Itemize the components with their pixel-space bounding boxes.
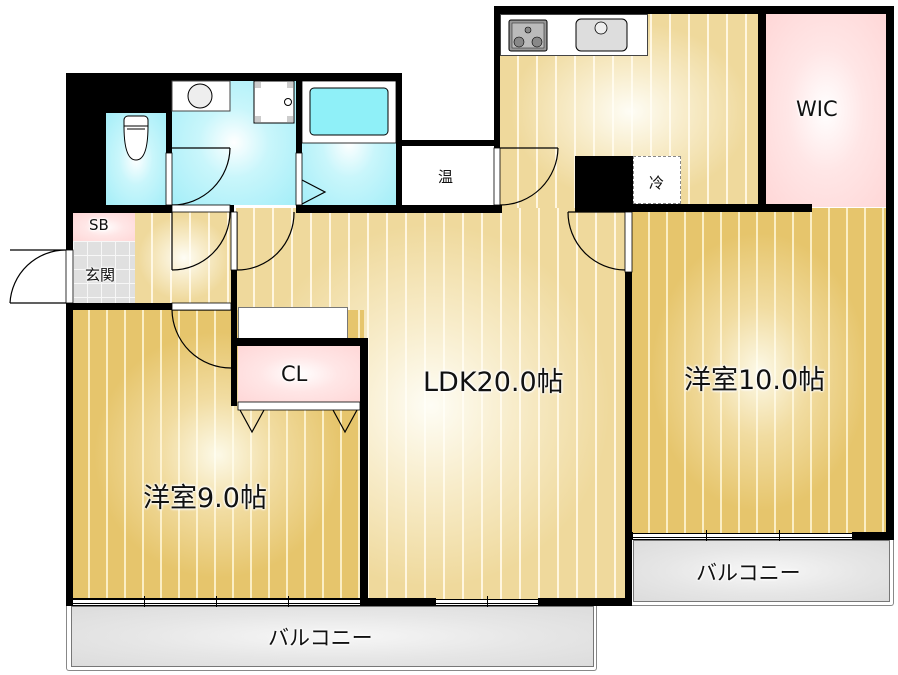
- window-mullion: [216, 596, 217, 607]
- door-frame: [171, 302, 232, 311]
- closet-label: CL: [281, 362, 308, 386]
- door-frame: [493, 147, 501, 206]
- entrance-tile: [73, 241, 135, 303]
- wall: [66, 303, 172, 310]
- wall: [66, 303, 73, 606]
- toilet-icon: [123, 115, 149, 161]
- balcony-east-label: バルコニー: [696, 561, 801, 585]
- washbasin-icon: [171, 80, 231, 112]
- wall: [166, 73, 172, 153]
- balcony-south: [71, 606, 594, 667]
- water-heater-label: 温: [438, 168, 454, 186]
- window-east-room: [633, 533, 852, 540]
- door-frame: [624, 211, 633, 273]
- wall: [396, 140, 500, 146]
- wall: [230, 205, 234, 213]
- hallway-floor: [134, 212, 234, 304]
- wall: [66, 73, 400, 81]
- wall: [852, 532, 894, 540]
- western-room-west-label: 洋室9.0帖: [143, 483, 267, 514]
- wall: [66, 205, 172, 213]
- balcony-south-label: バルコニー: [268, 626, 373, 650]
- door-frame: [165, 152, 173, 206]
- wall: [231, 338, 368, 346]
- walk-in-closet: [766, 14, 886, 207]
- wall: [758, 6, 766, 211]
- stove-icon: [508, 19, 548, 52]
- entrance-label: 玄関: [85, 266, 116, 284]
- shoe-box-label: SB: [89, 216, 109, 234]
- closet: [238, 346, 360, 402]
- wall: [66, 73, 106, 213]
- door-swings: [9, 147, 626, 434]
- kitchen-sink-icon: [575, 18, 628, 52]
- closet-door-track: [237, 401, 361, 411]
- wall: [494, 6, 500, 148]
- refrigerator-space: [633, 156, 681, 204]
- wall: [538, 598, 632, 606]
- wall: [575, 204, 812, 212]
- ldk-label: LDK20.0帖: [423, 367, 564, 398]
- window-mullion: [779, 530, 780, 541]
- wall: [360, 598, 436, 606]
- door-frame: [171, 204, 231, 213]
- door-frame: [295, 152, 303, 206]
- wic-label: WIC: [796, 97, 838, 121]
- shoe-box: [73, 213, 135, 241]
- wall: [66, 205, 73, 250]
- wall: [296, 205, 502, 213]
- bathtub-icon: [301, 80, 397, 144]
- wall: [625, 532, 633, 540]
- balcony-east: [633, 540, 890, 602]
- window-mullion: [288, 596, 289, 607]
- wall: [886, 6, 894, 540]
- wall: [494, 6, 894, 14]
- wall: [575, 156, 633, 212]
- wall: [625, 272, 632, 606]
- shelf-above-closet: [238, 307, 348, 340]
- western-room-east-floor: [632, 208, 887, 536]
- water-heater-box: [402, 146, 494, 204]
- western-room-east-label: 洋室10.0帖: [684, 365, 826, 396]
- wall: [296, 73, 302, 153]
- washing-machine-pan-icon: [253, 80, 295, 124]
- refrigerator-label: 冷: [649, 174, 665, 192]
- balcony-south-outline: [66, 600, 597, 671]
- wall: [106, 73, 172, 113]
- door-frame: [230, 211, 238, 271]
- window-mullion: [144, 596, 145, 607]
- window-mullion: [706, 530, 707, 541]
- window-mullion: [487, 596, 488, 607]
- wall: [360, 338, 368, 606]
